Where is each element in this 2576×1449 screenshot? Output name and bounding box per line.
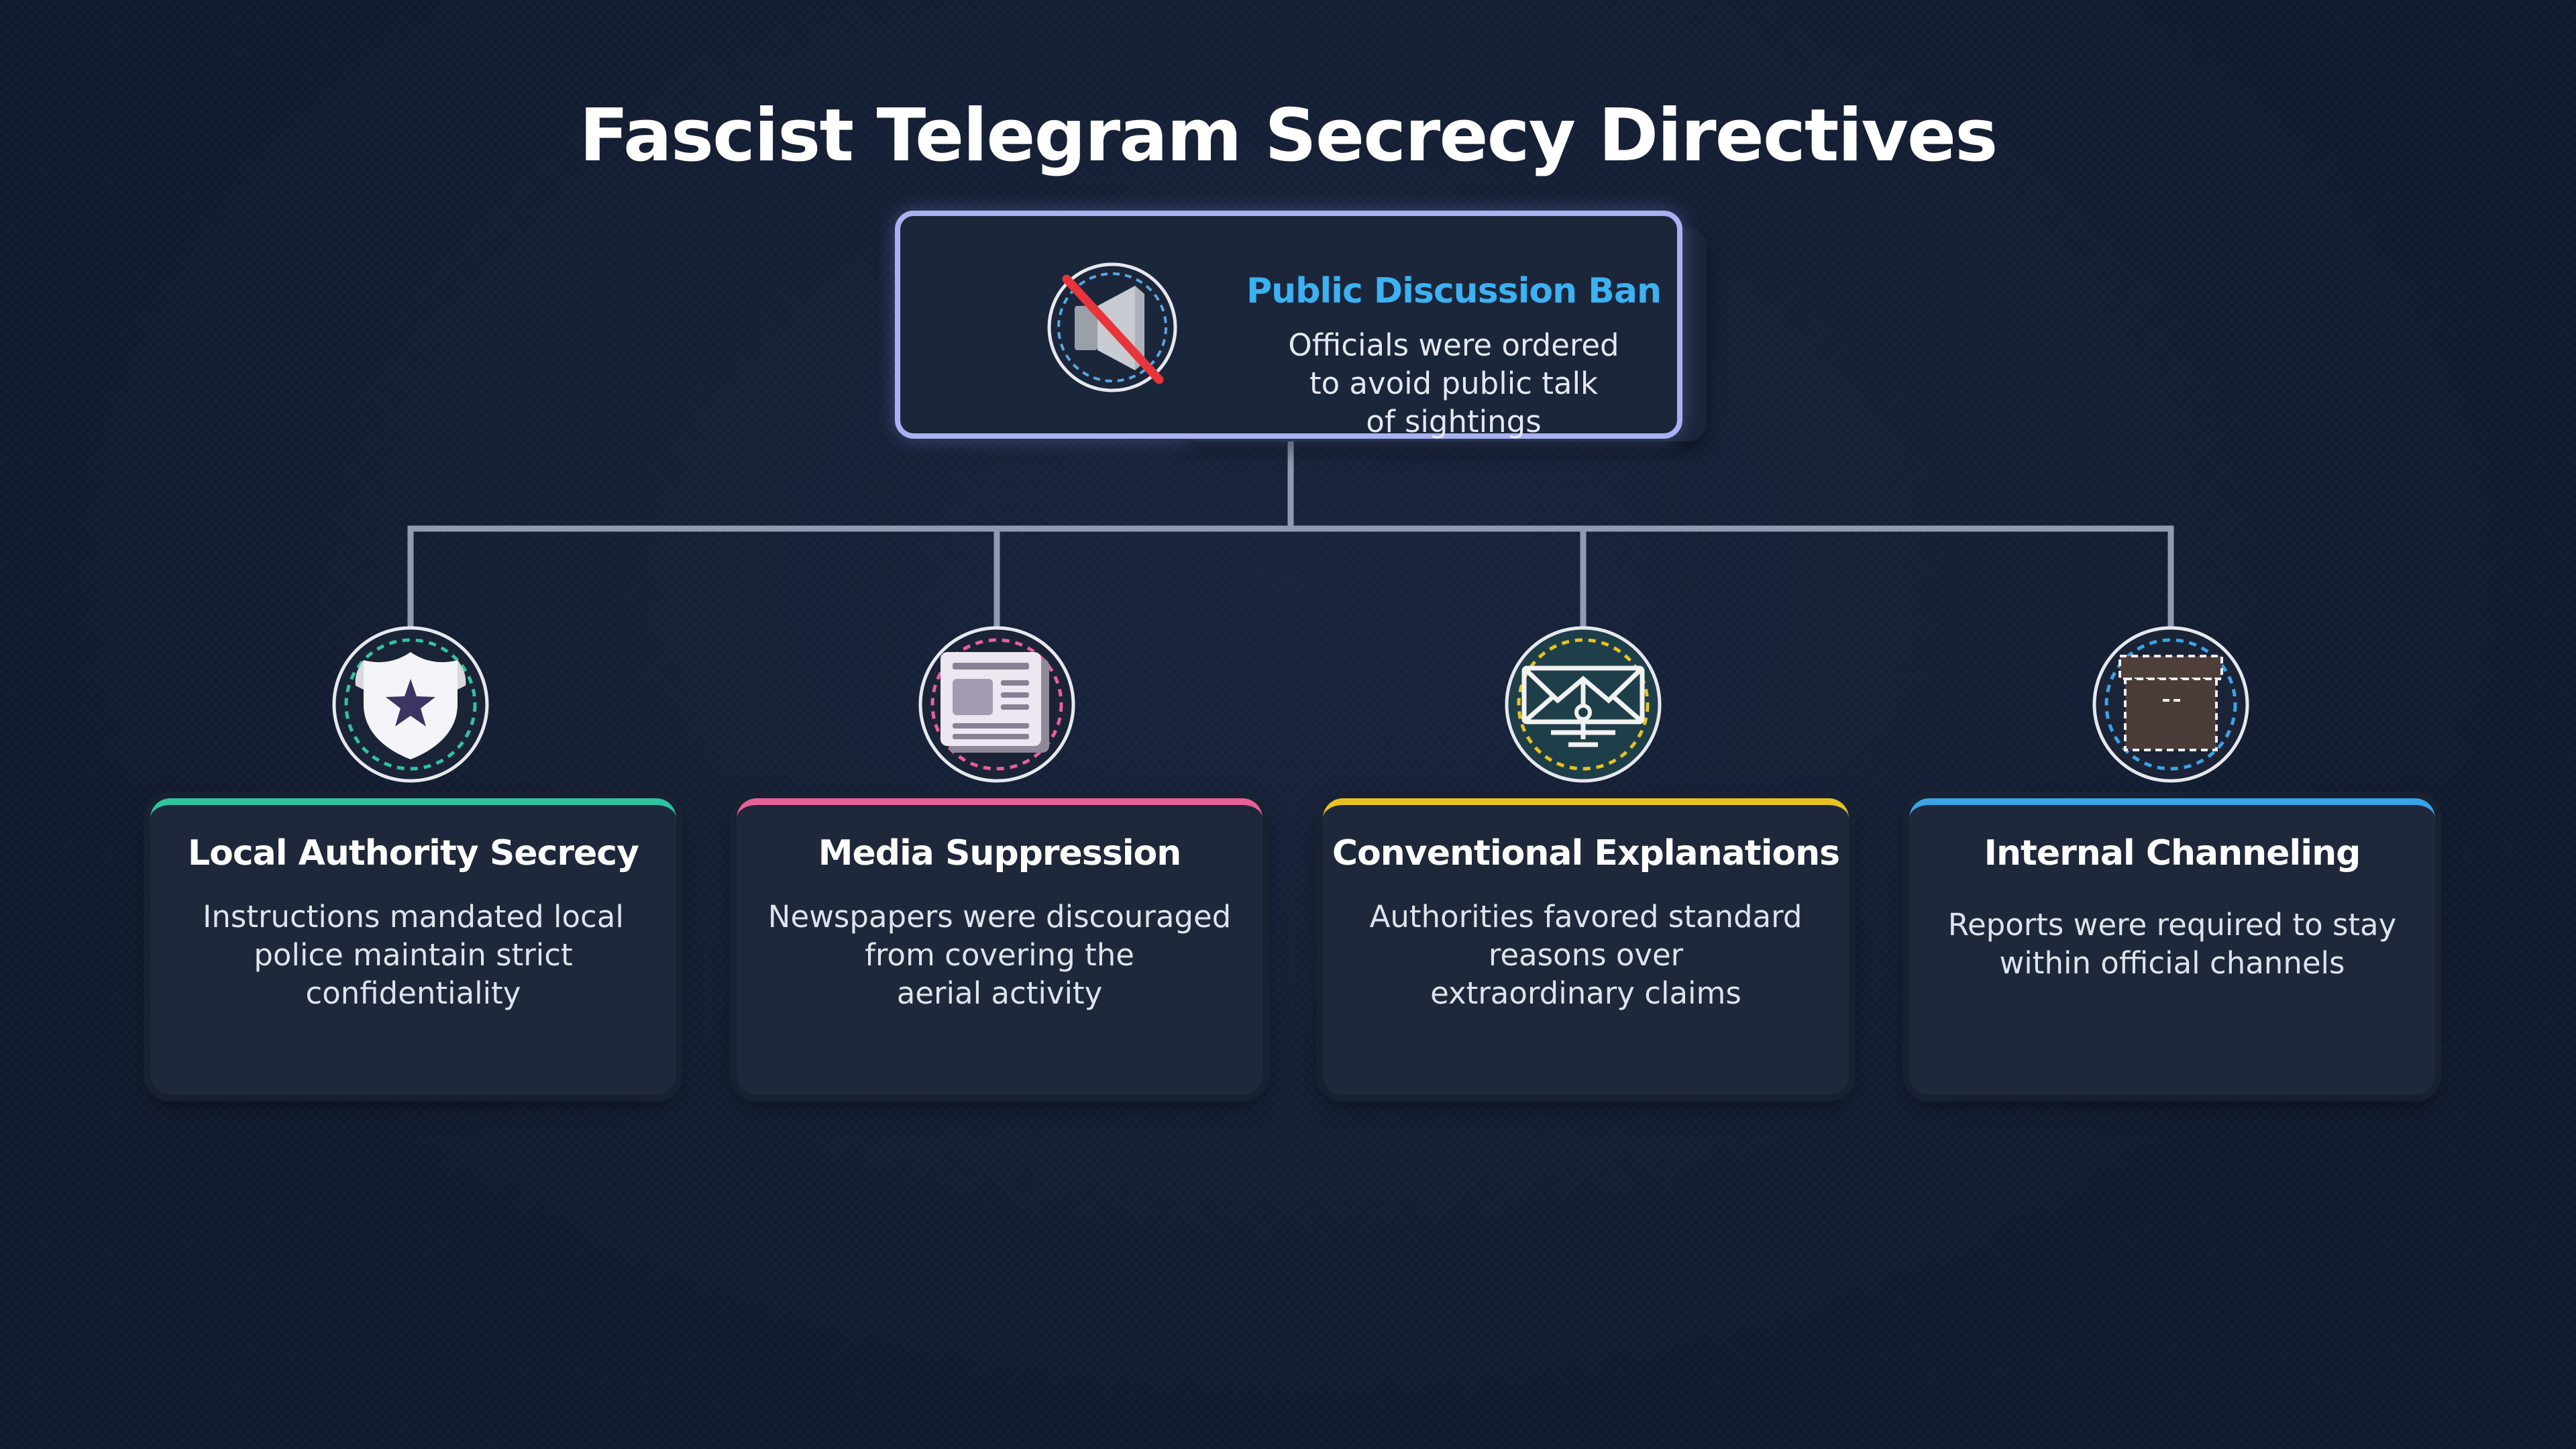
card-title: Media Suppression — [818, 833, 1182, 873]
card-local-authority-secrecy: Local Authority Secrecy Instructions man… — [150, 798, 676, 1095]
root-description: Officials were ordered to avoid public t… — [1288, 327, 1619, 439]
card-internal-channeling: Internal Channeling Reports were require… — [1909, 798, 2435, 1095]
card-description: Newspapers were discouraged from coverin… — [767, 899, 1232, 1011]
card-description: Instructions mandated local police maint… — [203, 899, 624, 1011]
card-description: Authorities favored standard reasons ove… — [1369, 899, 1803, 1011]
card-conventional-explanations: Conventional Explanations Authorities fa… — [1323, 798, 1849, 1095]
police-badge-icon — [332, 626, 489, 783]
page-title: Fascist Telegram Secrecy Directives — [579, 94, 1998, 178]
card-media-suppression: Media Suppression Newspapers were discou… — [737, 798, 1263, 1095]
card-title: Local Authority Secrecy — [187, 833, 639, 873]
muted-speaker-icon — [1047, 262, 1177, 392]
root-node: Public Discussion Ban Officials were ord… — [895, 211, 1682, 439]
envelope-aircraft-icon — [1505, 626, 1662, 783]
newspaper-icon — [918, 626, 1075, 783]
card-title: Conventional Explanations — [1332, 833, 1840, 873]
card-description: Reports were required to stay within off… — [1947, 907, 2397, 981]
sealed-box-icon — [2092, 626, 2249, 783]
card-title: Internal Channeling — [1984, 833, 2361, 873]
root-title: Public Discussion Ban — [1246, 271, 1662, 311]
